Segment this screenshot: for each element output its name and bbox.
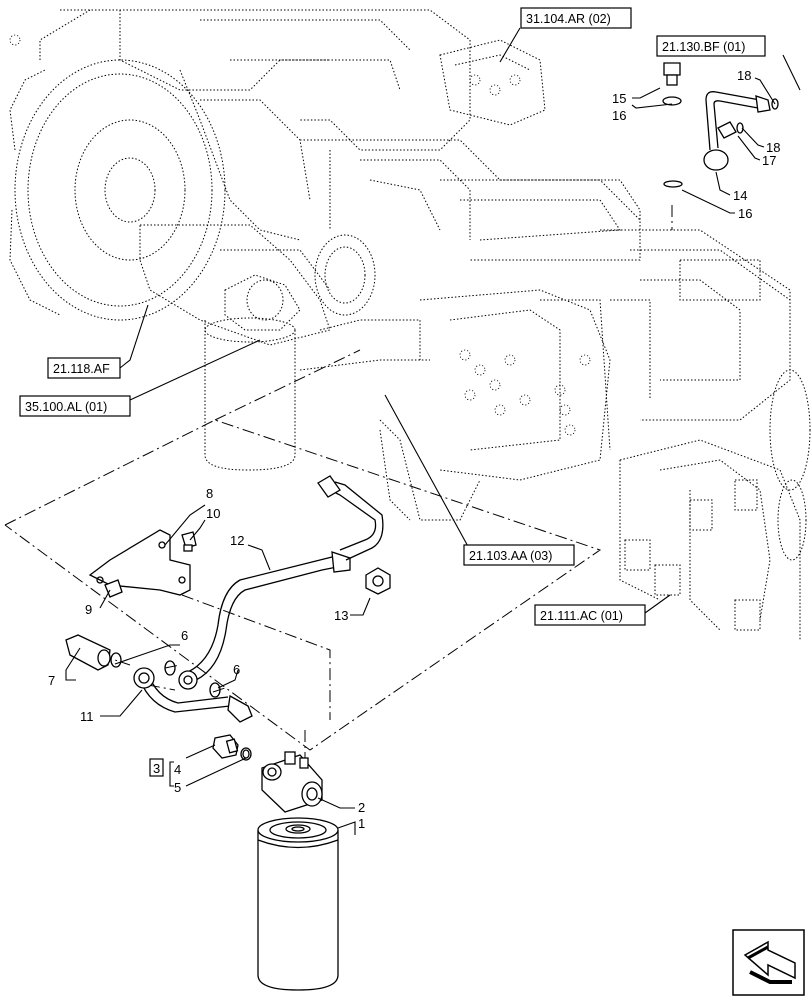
- callout-16-upper: 16: [612, 108, 626, 123]
- ref-31-104-ar: 31.104.AR (02): [526, 12, 611, 26]
- callout-1: 1: [358, 816, 365, 831]
- ref-box-21-130-bf: [656, 35, 766, 57]
- bolt-10: [181, 531, 197, 552]
- callout-15: 15: [612, 91, 626, 106]
- callout-8: 8: [206, 486, 213, 501]
- callout-4: 4: [174, 762, 181, 777]
- transmission-housing-outline: [9, 9, 811, 640]
- callout-3-box: [149, 758, 164, 777]
- filter-head: [261, 751, 323, 813]
- callout-18-lower: 18: [766, 140, 780, 155]
- callout-6-upper: 6: [181, 628, 188, 643]
- callout-17: 17: [762, 153, 776, 168]
- nut-13: [365, 567, 391, 595]
- callout-5: 5: [174, 780, 181, 795]
- callout-18-upper: 18: [737, 68, 751, 83]
- arrow-left-icon[interactable]: [732, 929, 805, 996]
- plug-and-oring: [212, 734, 252, 761]
- part-callouts: 1 2 3 4 5 6 6 7 8 9 10 11 12 13 14 15 16…: [48, 68, 780, 831]
- leader-lines: [65, 27, 801, 835]
- return-pipe-assembly: [662, 62, 779, 188]
- reference-labels: 31.104.AR (02) 21.130.BF (01) 21.118.AF …: [19, 7, 766, 626]
- ref-21-111-ac: 21.111.AC (01): [540, 609, 623, 623]
- callout-13: 13: [334, 608, 348, 623]
- ref-21-130-bf: 21.130.BF (01): [662, 40, 745, 54]
- lower-hydraulic-tube: [133, 667, 253, 723]
- callout-16-lower: 16: [738, 206, 752, 221]
- banjo-bolt-7: [65, 634, 111, 671]
- ref-box-21-103-aa: [463, 544, 575, 566]
- assembly-phantom-lines: [4, 205, 673, 760]
- callout-2: 2: [358, 800, 365, 815]
- callout-10: 10: [206, 506, 220, 521]
- callout-3: 3: [153, 761, 160, 776]
- callout-7: 7: [48, 673, 55, 688]
- ref-box-21-111-ac: [534, 604, 646, 626]
- callout-14: 14: [733, 188, 747, 203]
- callout-11: 11: [80, 709, 94, 724]
- callout-6-lower: 6: [233, 662, 240, 677]
- callout-12: 12: [230, 533, 244, 548]
- upper-hydraulic-tube: [178, 475, 384, 690]
- ref-21-103-aa: 21.103.AA (03): [469, 549, 552, 563]
- oil-filter-cartridge: [257, 817, 339, 991]
- bracket-8: [88, 529, 191, 596]
- ref-21-118-af: 21.118.AF: [53, 362, 110, 376]
- ref-35-100-al: 35.100.AL (01): [25, 400, 107, 414]
- ref-box-31-104-ar: [520, 7, 632, 29]
- ref-box-35-100-al: [19, 395, 131, 417]
- callout-9: 9: [85, 602, 92, 617]
- ref-box-21-118-af: [47, 357, 121, 379]
- sealing-washers-6: [110, 652, 221, 698]
